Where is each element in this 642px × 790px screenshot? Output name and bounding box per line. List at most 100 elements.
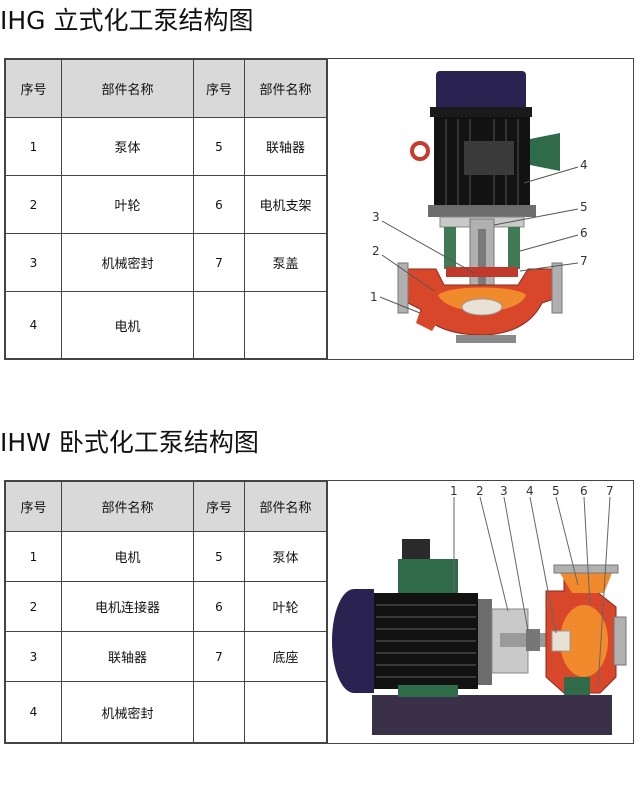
bracket-leg-left (444, 227, 456, 269)
pump-cover (446, 267, 518, 277)
terminal-box (398, 559, 458, 593)
callout-2: 2 (476, 484, 484, 498)
cell-part-name: 联轴器 (61, 631, 194, 682)
cell-part-name: 叶轮 (244, 581, 327, 632)
header-part-name: 部件名称 (244, 59, 327, 118)
cell-part-name: 电机连接器 (61, 581, 194, 632)
callout-2: 2 (372, 244, 380, 258)
callout-4: 4 (526, 484, 534, 498)
header-no: 序号 (5, 481, 62, 532)
pump-foot-left (416, 311, 438, 331)
table-row: 3 机械密封 7 泵盖 (5, 233, 327, 292)
header-part-name: 部件名称 (61, 481, 194, 532)
callout-1: 1 (450, 484, 458, 498)
bracket-leg-right (508, 227, 520, 269)
cell-no: 7 (193, 631, 245, 682)
cell-part-name: 联轴器 (244, 117, 327, 176)
motor-fins (376, 604, 476, 678)
outlet-flange (551, 262, 563, 314)
callout-1: 1 (370, 290, 378, 304)
header-no: 序号 (193, 59, 245, 118)
cell-part-name (244, 291, 327, 359)
section2-parts-table: 序号 部件名称 序号 部件名称 1 电机 5 泵体 2 电机连接器 6 叶轮 3… (5, 481, 327, 743)
horizontal-pump-illustration: 1 2 3 4 5 6 7 (332, 484, 627, 735)
cell-part-name: 叶轮 (61, 175, 194, 234)
vertical-pump-diagram: 1 2 3 4 5 6 7 (327, 59, 633, 359)
motor-cap-ring (430, 107, 532, 117)
cell-no: 2 (5, 175, 62, 234)
cell-part-name: 机械密封 (61, 233, 194, 292)
cell-part-name: 机械密封 (61, 681, 194, 743)
callout-7: 7 (580, 254, 588, 268)
motor-flange (478, 599, 492, 685)
table-row: 2 电机连接器 6 叶轮 (5, 581, 327, 632)
cell-no: 6 (193, 175, 245, 234)
header-no: 序号 (193, 481, 245, 532)
motor-nameplate (464, 141, 514, 175)
table-row: 4 机械密封 (5, 681, 327, 743)
callout-6: 6 (580, 226, 588, 240)
header-part-name: 部件名称 (244, 481, 327, 532)
terminal-box-top (402, 539, 430, 559)
coupling (526, 629, 540, 651)
base-frame (372, 695, 612, 735)
table-row: 1 泵体 5 联轴器 (5, 117, 327, 176)
cell-no: 3 (5, 233, 62, 292)
motor-fan-cover-body (354, 589, 374, 693)
cell-no: 1 (5, 531, 62, 582)
cell-part-name: 泵体 (244, 531, 327, 582)
cell-part-name: 泵盖 (244, 233, 327, 292)
motor-flange (428, 205, 536, 217)
inlet-flange (613, 616, 627, 666)
table-header-row: 序号 部件名称 序号 部件名称 (5, 59, 327, 118)
pump-support (564, 677, 590, 695)
outlet-nozzle (560, 573, 612, 593)
section2-panel: 序号 部件名称 序号 部件名称 1 电机 5 泵体 2 电机连接器 6 叶轮 3… (4, 480, 634, 744)
section1-title: IHG 立式化工泵结构图 (0, 6, 254, 35)
mechanical-seal (461, 298, 503, 316)
cell-part-name (244, 681, 327, 743)
header-no: 序号 (5, 59, 62, 118)
callout-lines (379, 166, 579, 314)
motor-fan-cover (436, 71, 526, 113)
motor-feet (398, 685, 458, 697)
cell-part-name: 电机 (61, 531, 194, 582)
cell-no: 1 (5, 117, 62, 176)
mechanical-seal (551, 630, 571, 652)
lifting-eye (410, 141, 430, 161)
callout-5: 5 (580, 200, 588, 214)
section1-panel: 序号 部件名称 序号 部件名称 1 泵体 5 联轴器 2 叶轮 6 电机支架 3… (4, 58, 634, 360)
pump-base (456, 335, 516, 343)
callout-lines (453, 496, 611, 688)
cell-no: 2 (5, 581, 62, 632)
cell-no (193, 291, 245, 359)
horizontal-pump-diagram: 1 2 3 4 5 6 7 (327, 481, 633, 743)
cell-no: 3 (5, 631, 62, 682)
cell-no: 7 (193, 233, 245, 292)
callout-7: 7 (606, 484, 614, 498)
table-row: 1 电机 5 泵体 (5, 531, 327, 582)
impeller (560, 605, 608, 677)
section2-title: IHW 卧式化工泵结构图 (0, 428, 259, 457)
callout-5: 5 (552, 484, 560, 498)
table-row: 4 电机 (5, 291, 327, 359)
callout-6: 6 (580, 484, 588, 498)
cell-no: 4 (5, 291, 62, 359)
terminal-box (530, 133, 560, 171)
outlet-flange (553, 564, 619, 574)
cell-no: 6 (193, 581, 245, 632)
vertical-pump-illustration: 1 2 3 4 5 6 7 (370, 71, 588, 343)
inlet-flange (397, 262, 409, 314)
cell-no: 5 (193, 117, 245, 176)
callout-3: 3 (500, 484, 508, 498)
header-part-name: 部件名称 (61, 59, 194, 118)
cell-part-name: 底座 (244, 631, 327, 682)
callout-4: 4 (580, 158, 588, 172)
table-row: 3 联轴器 7 底座 (5, 631, 327, 682)
section1-parts-table: 序号 部件名称 序号 部件名称 1 泵体 5 联轴器 2 叶轮 6 电机支架 3… (5, 59, 327, 359)
cell-no: 4 (5, 681, 62, 743)
callout-3: 3 (372, 210, 380, 224)
cell-no (193, 681, 245, 743)
cell-part-name: 电机支架 (244, 175, 327, 234)
cell-part-name: 泵体 (61, 117, 194, 176)
